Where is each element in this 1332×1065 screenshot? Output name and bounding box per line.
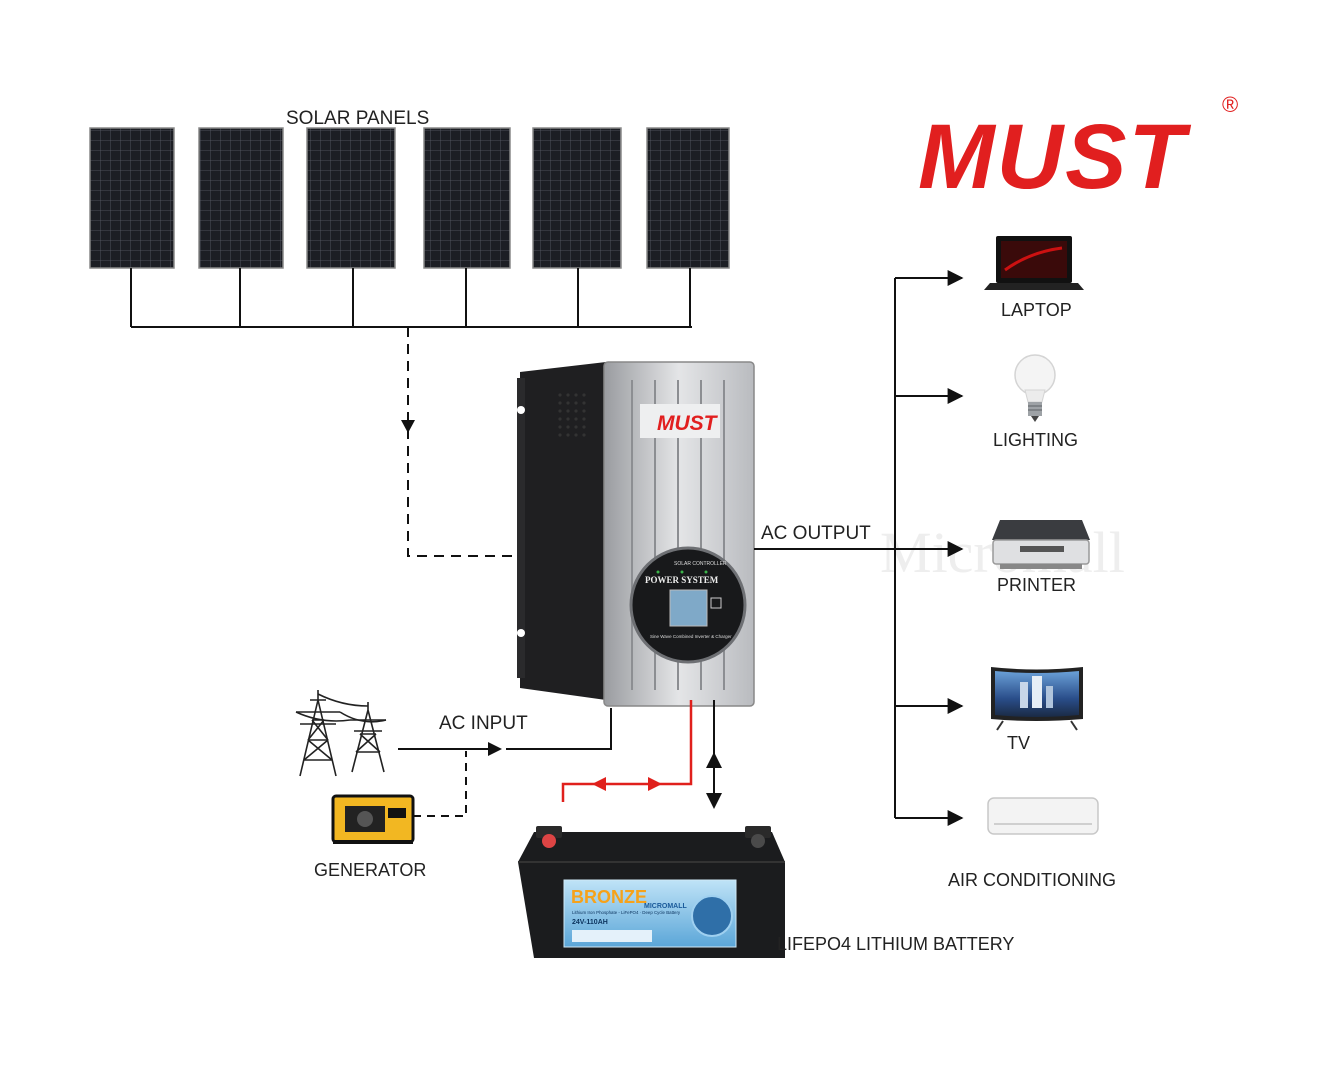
ac-output-label: AC OUTPUT [761, 523, 871, 544]
ac-input-arrow [488, 742, 502, 756]
solar-panel-2 [198, 127, 284, 269]
inverter-button [710, 597, 722, 609]
inverter-panel-title: POWER SYSTEM [645, 575, 719, 585]
battery-arrow-right [648, 777, 662, 791]
inverter-panel-subtitle: Sine Wave Combined Inverter & Charger [650, 634, 732, 639]
inverter-panel-top: SOLAR CONTROLLER [674, 561, 727, 567]
ac-input-lines [398, 708, 612, 750]
solar-panels-label: SOLAR PANELS [286, 108, 429, 129]
battery-spec: 24V-110AH [572, 919, 608, 926]
battery-brand: BRONZE [571, 887, 647, 907]
battery: BRONZE MICROMALL Lithium Iron Phosphate … [518, 826, 785, 958]
battery-maker: MICROMALL [644, 903, 687, 910]
brand-logo: MUST ® [918, 92, 1238, 208]
battery-arrow-left [592, 777, 606, 791]
solar-panel-3 [306, 127, 396, 269]
battery-label: LIFEPO4 LITHIUM BATTERY [777, 934, 1014, 954]
laptop-icon [984, 236, 1084, 290]
load-label-laptop: LAPTOP [1001, 300, 1072, 320]
power-tower-icon [295, 690, 387, 777]
solar-panel-4 [423, 127, 511, 269]
generator-icon [331, 794, 415, 844]
solar-panel-5 [532, 127, 622, 269]
battery-charge-link [561, 700, 693, 802]
brand-logo-text: MUST [918, 106, 1191, 208]
generator-label: GENERATOR [314, 860, 426, 880]
load-label-lighting: LIGHTING [993, 430, 1078, 450]
inverter: MUST SOLAR CONTROLLER POWER SYSTEM Sine … [517, 361, 755, 707]
solar-panel-1 [89, 127, 175, 269]
printer-icon [992, 520, 1090, 569]
inverter-brand: MUST [657, 412, 719, 435]
ac-output-lines [754, 270, 964, 826]
solar-panel-6 [646, 127, 730, 269]
registered-mark: ® [1222, 92, 1238, 117]
tv-icon [991, 667, 1083, 731]
load-label-air-conditioning: AIR CONDITIONING [948, 870, 1116, 890]
load-label-tv: TV [1007, 733, 1030, 753]
inverter-lcd [669, 589, 708, 627]
lightbulb-icon [1014, 354, 1056, 422]
solar-bus-line [130, 268, 692, 328]
air-conditioner-icon [987, 797, 1099, 835]
load-label-printer: PRINTER [997, 575, 1076, 595]
lion-emblem [691, 895, 733, 937]
ac-input-label: AC INPUT [439, 713, 528, 734]
solar-feed-arrow [401, 420, 415, 433]
battery-type: Lithium Iron Phosphate - LiFePO4 · Deep … [572, 910, 681, 915]
solar-panel-array [89, 127, 730, 269]
solar-feed-dashed [407, 327, 518, 557]
battery-discharge-link [706, 700, 722, 809]
generator-feed-dashed [413, 751, 467, 817]
